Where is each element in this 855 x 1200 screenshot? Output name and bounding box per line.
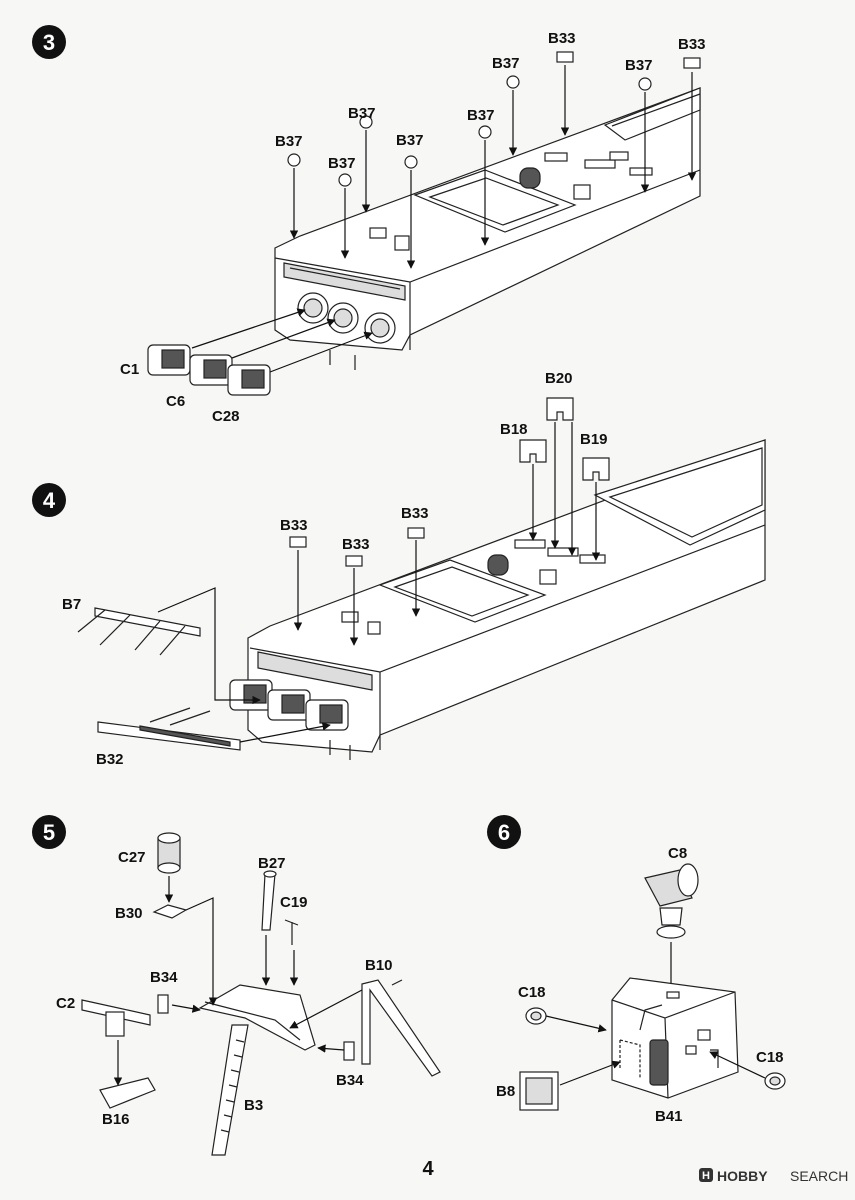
label-b3: B3 [244,1097,263,1114]
step-4-number: 4 [43,488,56,513]
step-3-number: 3 [43,30,55,55]
hobby-search-watermark: H HOBBY SEARCH [699,1168,848,1184]
label-b37: B37 [492,55,520,72]
page-number: 4 [422,1158,434,1180]
label-b37: B37 [625,57,653,74]
step-4: 4 [32,370,766,768]
label-b27: B27 [258,855,286,872]
label-b37: B37 [396,132,424,149]
label-b33: B33 [342,536,370,553]
step-3: 3 [32,25,706,425]
label-b7: B7 [62,596,81,613]
label-c18: C18 [756,1049,784,1066]
label-b37: B37 [467,107,495,124]
label-b18: B18 [500,421,528,438]
label-c2: C2 [56,995,75,1012]
step-6: 6 [487,815,786,1125]
label-b33: B33 [678,36,706,53]
label-b41: B41 [655,1108,683,1125]
label-b34: B34 [336,1072,364,1089]
label-b37: B37 [348,105,376,122]
small-parts-step-3 [287,51,701,187]
label-b30: B30 [115,905,143,922]
small-parts-step-4 [289,397,610,567]
step-5-number: 5 [43,820,55,845]
label-b32: B32 [96,751,124,768]
label-b33: B33 [548,30,576,47]
label-b8: B8 [496,1083,515,1100]
watermark-search: SEARCH [790,1168,848,1184]
step-6-number: 6 [498,820,510,845]
hull-step-4 [229,439,766,760]
label-b19: B19 [580,431,608,448]
b32-rail-part [97,707,241,751]
logo-glyph: H [702,1170,710,1182]
step-5: 5 [32,815,441,1156]
label-c28: C28 [212,408,240,425]
label-b37: B37 [328,155,356,172]
bogie-parts-step-3 [147,344,271,396]
label-b34: B34 [150,969,178,986]
label-c8: C8 [668,845,687,862]
step-5-badge [32,815,66,849]
step-6-badge [487,815,521,849]
label-c6: C6 [166,393,185,410]
watermark-brand: HOBBY [717,1168,768,1184]
arrows-step-3 [191,65,697,373]
step-4-badge [32,483,66,517]
label-c18: C18 [518,984,546,1001]
label-b10: B10 [365,957,393,974]
arrows-step-4 [157,422,601,743]
step-3-badge [32,25,66,59]
b7-rail-part [77,607,201,656]
label-b37: B37 [275,133,303,150]
hobby-search-logo-icon [699,1168,713,1182]
label-c1: C1 [120,361,139,378]
mast-assembly [81,832,441,1156]
label-b20: B20 [545,370,573,387]
hull-step-3 [274,87,701,370]
label-b33: B33 [401,505,429,522]
label-b33: B33 [280,517,308,534]
cab-assembly [519,863,786,1111]
label-c27: C27 [118,849,146,866]
label-b16: B16 [102,1111,130,1128]
label-c19: C19 [280,894,308,911]
